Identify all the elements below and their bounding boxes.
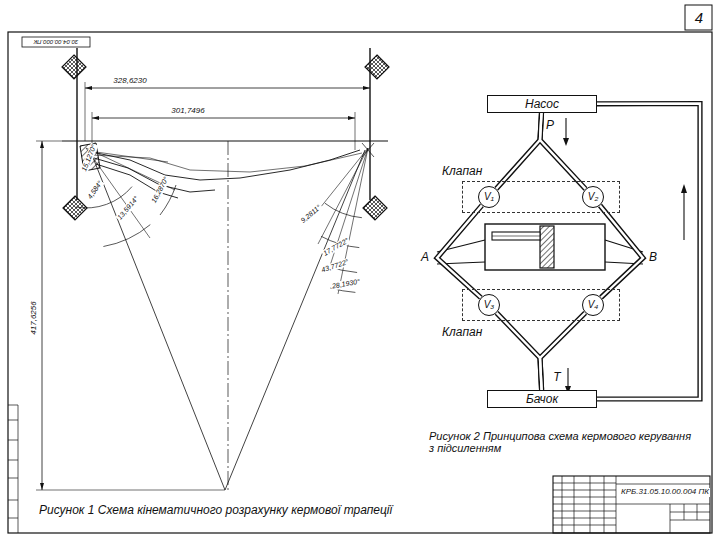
pipe-bore [497, 313, 542, 390]
tank-box: Бачок [487, 390, 597, 408]
angle-value: 28,1930° [331, 278, 362, 291]
title-block [553, 476, 710, 533]
page-number: 4 [694, 10, 704, 27]
hydraulic-cylinder [437, 224, 643, 270]
dimension-value: 328,6230 [112, 77, 147, 86]
valve-circle: V₃ [478, 294, 500, 316]
sheet-frame [8, 32, 712, 533]
angle-value: 4,584° [85, 179, 104, 202]
pipe-bore [597, 104, 700, 400]
node-label: V₁ [484, 192, 494, 202]
valve-label: Клапан [441, 165, 483, 178]
dimension-value: 301,7496 [170, 107, 205, 116]
dimension-value: 417,6256 [30, 300, 39, 335]
node-label: Бачок [526, 393, 558, 405]
pipe-line [597, 104, 700, 400]
pump-box: Насос [487, 95, 597, 113]
node-label: Насос [525, 98, 559, 110]
valve-circle: V₂ [582, 186, 604, 208]
valve-label: Клапан [441, 326, 483, 339]
pipe-line [497, 313, 542, 390]
pipe-bore [597, 104, 700, 400]
valve-circle: V₄ [582, 294, 604, 316]
angle-value: 43,7722° [319, 258, 350, 275]
pipe-connector [496, 113, 541, 189]
port-label: T [552, 371, 561, 384]
angle-value: 9,2811° [299, 203, 324, 225]
pipe-connector [540, 313, 585, 390]
pipe-connector [437, 205, 482, 297]
drawing-stamp: 30.04.00.000.ПК [33, 39, 80, 46]
valve-circle: V₁ [478, 186, 500, 208]
flow-arrows [563, 118, 687, 394]
pipe-connector [597, 104, 700, 400]
pipe-bore [540, 313, 585, 390]
pipe-line [496, 113, 541, 189]
pipe-line [540, 113, 586, 189]
pipe-bore [496, 113, 541, 189]
figure-caption: Рисунок 1 Схема кінематичного розрахунку… [38, 504, 393, 517]
pipe-bore [496, 113, 541, 189]
node-label: V₂ [588, 192, 598, 202]
pipe-connector [600, 206, 643, 298]
drawing-code: КРБ.31.05.10.00.004 ПК [620, 488, 710, 497]
pipe-line [437, 205, 482, 297]
pipe-connector [497, 313, 542, 390]
pipe-bore [540, 113, 586, 189]
pipe-bore [437, 205, 482, 297]
angle-value: 17,7722° [321, 236, 351, 258]
side-strip [8, 405, 18, 533]
pipe-bore [540, 313, 585, 390]
port-label: A [420, 251, 430, 264]
pipe-bore [437, 205, 482, 297]
pipe-line [540, 313, 585, 390]
pipe-bore [600, 206, 643, 298]
node-label: V₃ [484, 300, 495, 310]
pipe-bore [600, 206, 643, 298]
valve-group: КлапанV₃V₄ [462, 289, 620, 321]
figure-caption: Рисунок 2 Принципова схема кермового кер… [428, 430, 692, 454]
pipe-bore [497, 313, 542, 390]
page-number-box [685, 5, 712, 30]
node-label: V₄ [588, 300, 599, 310]
pipe-bore [540, 113, 586, 189]
port-label: B [648, 251, 658, 264]
steering-trapezoid-scheme [36, 48, 389, 490]
port-label: P [545, 119, 555, 132]
valve-group: КлапанV₁V₂ [462, 181, 620, 213]
pipe-connector [540, 113, 586, 189]
pipe-line [600, 206, 643, 298]
stamp-box [22, 37, 90, 47]
